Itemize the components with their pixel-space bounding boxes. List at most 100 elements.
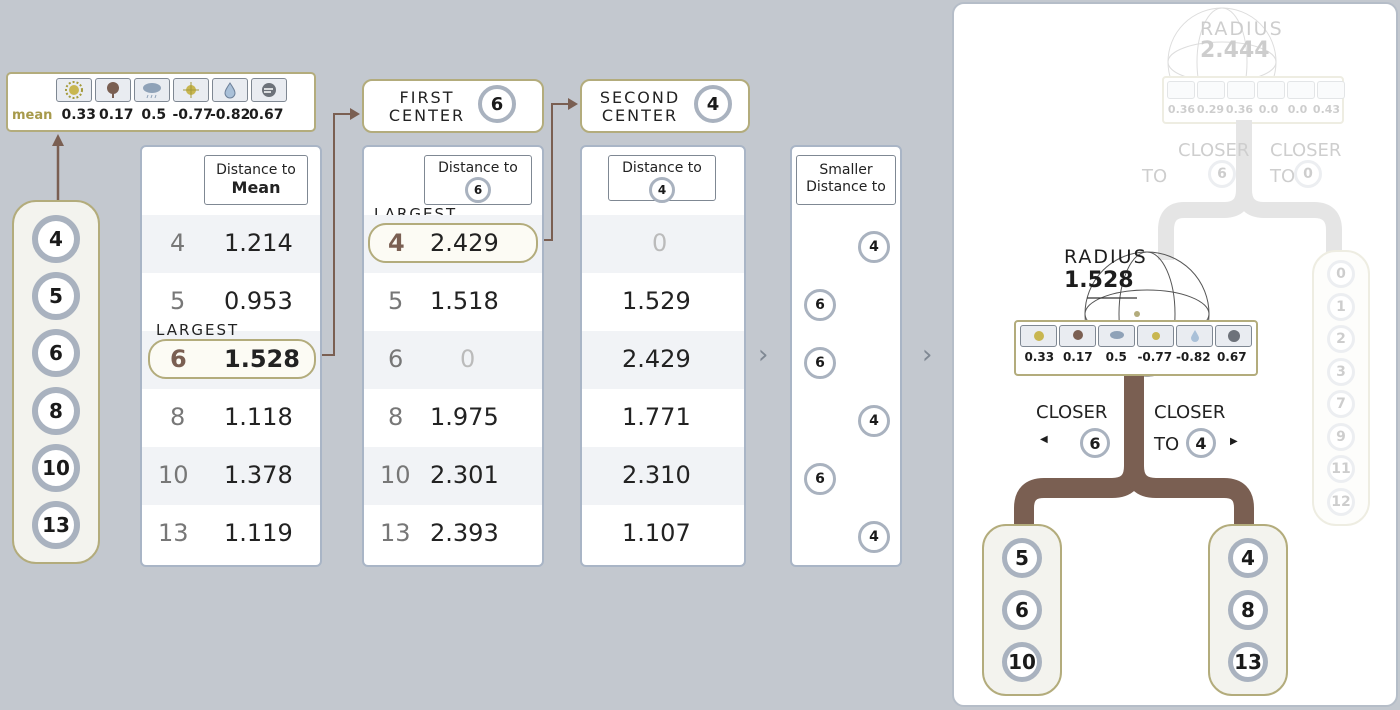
- faded-closer-left-id: 6: [1208, 160, 1236, 188]
- row-id: 5: [388, 287, 404, 315]
- center-text: CENTER: [601, 106, 679, 125]
- table-row: 10 1.378: [142, 447, 320, 505]
- center-text: CENTER: [388, 106, 466, 125]
- first-center-id: 6: [478, 85, 516, 123]
- closer-right-to: TO: [1154, 434, 1180, 455]
- item-circle: 5: [32, 271, 80, 320]
- row-id: 4: [388, 229, 405, 257]
- item-circle: 4: [1228, 538, 1268, 578]
- chevron-right-icon: ›: [922, 340, 933, 370]
- nearest-center-circle: 4: [858, 521, 890, 553]
- item-circle: 1: [1327, 292, 1355, 321]
- item-circle: 2: [1327, 325, 1355, 354]
- row-id: 13: [158, 519, 189, 547]
- node-mean-value: 0.17: [1062, 350, 1093, 364]
- row-value: 1.529: [622, 287, 691, 315]
- faded-mean-value: 0.0: [1258, 103, 1279, 116]
- wind-icon: [1215, 325, 1252, 347]
- row-value: 1.378: [224, 461, 293, 489]
- faded-radius-value: 2.444: [1200, 38, 1270, 63]
- item-circle: 8: [1228, 590, 1268, 630]
- closer-left-label: CLOSER: [1036, 402, 1108, 423]
- distance-to-first-center-header: Distance to 6: [424, 155, 532, 205]
- row-value: 1.118: [224, 403, 293, 431]
- smaller-distance-panel: Smaller Distance to 4 6 6 4 6 4: [790, 145, 902, 567]
- snowflake-sun-icon: [1137, 325, 1174, 347]
- faded-closer-left: CLOSER: [1178, 140, 1250, 161]
- header-id-circle: 6: [465, 177, 491, 203]
- nearest-center-circle: 6: [804, 347, 836, 379]
- chevron-right-icon: ›: [758, 340, 769, 370]
- row-id: 4: [170, 229, 186, 257]
- tree-icon: [95, 78, 131, 102]
- mean-values-row: mean 0.33 0.17 0.5 -0.77 -0.82 0.67: [12, 107, 285, 123]
- row-value: 1.975: [430, 403, 499, 431]
- left-cluster-pill: 5 6 10: [982, 524, 1062, 696]
- faded-mean-value: 0.29: [1196, 103, 1225, 116]
- row-value: 1.119: [224, 519, 293, 547]
- faded-mean-value: 0.36: [1167, 103, 1196, 116]
- mean-value: -0.77: [172, 107, 213, 123]
- water-drop-icon: [212, 78, 248, 102]
- triangle-right-icon: ▶: [1230, 436, 1238, 447]
- header-text: Smaller: [819, 162, 873, 178]
- largest-highlight: [148, 339, 316, 379]
- mean-value: 0.33: [61, 107, 97, 123]
- feature-icons: [56, 78, 287, 102]
- faded-closer-left-to: TO: [1142, 166, 1168, 187]
- nearest-center-circle: 4: [858, 231, 890, 263]
- row-id: 5: [170, 287, 186, 315]
- row-value: 1.107: [622, 519, 691, 547]
- radius-value: 1.528: [1064, 268, 1134, 293]
- row-id: 10: [158, 461, 189, 489]
- largest-highlight: [368, 223, 538, 263]
- table-row: 0: [582, 215, 744, 273]
- header-id-circle: 4: [649, 177, 675, 203]
- faded-items-pill: 0 1 2 3 7 9 11 12: [1312, 250, 1370, 526]
- cloud-rain-icon: [1098, 325, 1135, 347]
- item-circle: 13: [32, 501, 80, 550]
- item-circle: 11: [1327, 455, 1355, 484]
- row-id: 8: [388, 403, 404, 431]
- radius-label: RADIUS: [1064, 246, 1148, 268]
- table-row: 2.310: [582, 447, 744, 505]
- faded-mean-value: 0.36: [1225, 103, 1254, 116]
- sun-icon: [1167, 81, 1195, 99]
- faded-closer-right-id: 0: [1294, 160, 1322, 188]
- faded-means-box: 0.36 0.29 0.36 0.0 0.0 0.43: [1162, 76, 1345, 124]
- table-row: 1.107: [582, 505, 744, 563]
- cloud-rain-icon: [134, 78, 170, 102]
- distance-to-second-center-panel: Distance to 4 0 1.529 2.429 1.771 2.310 …: [580, 145, 746, 567]
- row-value: 1.528: [224, 345, 300, 373]
- row-value: 2.429: [430, 229, 499, 257]
- right-cluster-pill: 4 8 13: [1208, 524, 1288, 696]
- item-circle: 12: [1327, 487, 1355, 516]
- center-text: SECOND: [599, 88, 681, 107]
- header-text: Distance to: [438, 160, 518, 176]
- nearest-center-circle: 6: [804, 463, 836, 495]
- item-circle: 8: [32, 386, 80, 435]
- header-text-bold: Mean: [231, 178, 281, 197]
- item-circle: 6: [1002, 590, 1042, 630]
- closer-right-id: 4: [1186, 428, 1216, 458]
- node-mean-value: -0.82: [1175, 350, 1211, 364]
- faded-radius-label: RADIUS: [1200, 18, 1284, 40]
- header-text: Distance to: [622, 160, 702, 176]
- tree-split-panel: RADIUS 2.444 0.36 0.29 0.36 0.0 0.0 0.43: [952, 2, 1398, 707]
- distance-to-mean-header: Distance to Mean: [204, 155, 308, 205]
- faded-tree-branches: [1158, 120, 1342, 260]
- faded-closer-right: CLOSER: [1270, 140, 1342, 161]
- items-pill: 4 5 6 8 10 13: [12, 200, 100, 564]
- header-text: Distance to: [806, 179, 886, 195]
- node-means-box: 0.33 0.17 0.5 -0.77 -0.82 0.67: [1014, 320, 1258, 376]
- row-value: 2.310: [622, 461, 691, 489]
- tree-branches: [1014, 376, 1254, 526]
- table-row: 13 1.119: [142, 505, 320, 563]
- table-row: 2.429: [582, 331, 744, 389]
- smaller-distance-header: Smaller Distance to: [796, 155, 896, 205]
